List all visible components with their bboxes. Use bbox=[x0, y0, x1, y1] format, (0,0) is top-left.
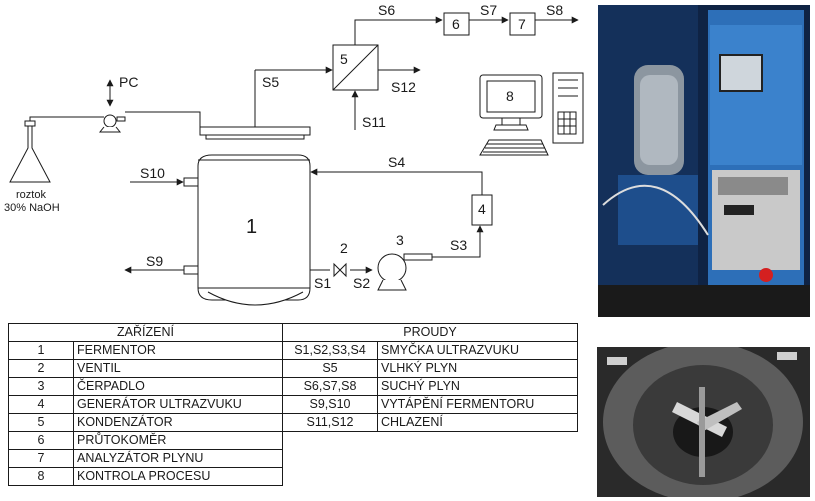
stream-label-s7: S7 bbox=[480, 2, 497, 18]
photo-fermentor-setup bbox=[598, 5, 810, 317]
stream-label-s11: S11 bbox=[362, 114, 386, 130]
naoh-flask bbox=[9, 120, 51, 183]
stream-label-s3: S3 bbox=[450, 237, 467, 253]
streams-header: PROUDY bbox=[282, 323, 578, 342]
circulation-pump bbox=[377, 253, 433, 291]
process-computer bbox=[479, 72, 584, 156]
condenser-number: 5 bbox=[340, 51, 348, 67]
fermentor-vessel bbox=[197, 70, 311, 306]
flowmeter-number: 6 bbox=[452, 16, 460, 32]
stream-label-s5: S5 bbox=[262, 74, 279, 90]
photo-fermentor-interior bbox=[597, 347, 810, 497]
computer-number: 8 bbox=[506, 88, 514, 104]
analyzer-number: 7 bbox=[518, 16, 526, 32]
dosing-pump bbox=[98, 114, 126, 133]
fermentor-number: 1 bbox=[246, 216, 257, 238]
equipment-header: ZAŘÍZENÍ bbox=[8, 323, 283, 342]
port-s10 bbox=[183, 177, 199, 187]
valve bbox=[333, 262, 347, 278]
valve-number: 2 bbox=[340, 240, 348, 256]
gas-analyzer bbox=[509, 12, 536, 36]
flowmeter bbox=[443, 12, 470, 36]
pump-number: 3 bbox=[396, 232, 404, 248]
pc-label: PC bbox=[119, 74, 138, 90]
stream-label-s12: S12 bbox=[391, 79, 416, 95]
port-s9 bbox=[183, 265, 199, 275]
condenser bbox=[332, 44, 379, 91]
stream-label-s10: S10 bbox=[140, 165, 165, 181]
ultrasound-number: 4 bbox=[478, 201, 486, 217]
stream-label-s8: S8 bbox=[546, 2, 563, 18]
naoh-label-line2: 30% NaOH bbox=[4, 202, 60, 214]
naoh-label-line1: roztok bbox=[16, 189, 46, 201]
stream-label-s4: S4 bbox=[388, 154, 405, 170]
stream-label-s1: S1 bbox=[314, 275, 331, 291]
stream-label-s2: S2 bbox=[353, 275, 370, 291]
stream-label-s6: S6 bbox=[378, 2, 395, 18]
stream-label-s9: S9 bbox=[146, 253, 163, 269]
